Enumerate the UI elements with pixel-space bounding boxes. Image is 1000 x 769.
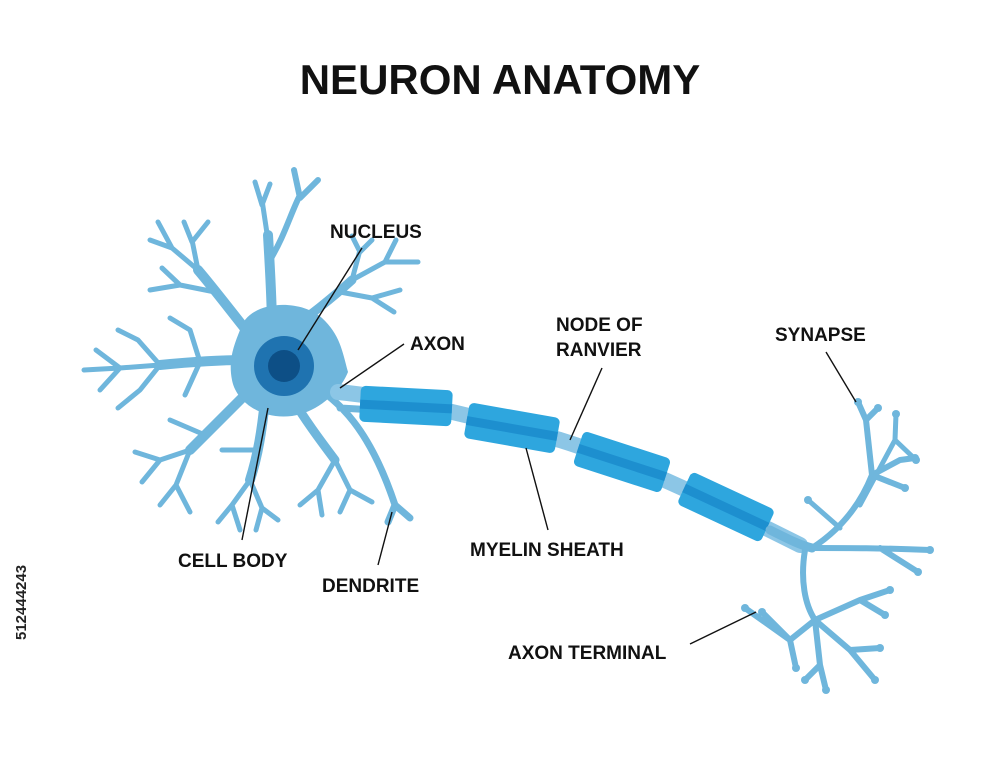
myelin-segment [678,472,774,542]
label-node-of-ranvier-line2: RANVIER [556,340,642,361]
myelin-segment [359,385,453,427]
diagram-title: NEURON ANATOMY [300,56,701,103]
axon-terminal-branches [742,399,933,693]
synaptic-knobs [741,398,934,694]
label-myelin-sheath: MYELIN SHEATH [470,540,624,561]
label-dendrite: DENDRITE [322,576,419,597]
myelin-sheath-segments [359,385,774,542]
label-synapse: SYNAPSE [775,325,866,346]
leader-synapse [825,351,857,403]
leader-axon [339,343,405,389]
leader-nucleus [297,247,363,351]
myelin-segment [573,431,671,493]
leader-node-of-ranvier [569,367,603,441]
leader-cell-body [241,407,269,541]
leader-myelin-sheath [525,447,549,531]
dendrites [81,167,421,533]
labels: NUCLEUS AXON NODE OF RANVIER SYNAPSE CEL… [178,222,866,664]
label-axon-terminal: AXON TERMINAL [508,643,667,664]
stock-id-text: 512444243 [13,565,30,640]
label-axon: AXON [410,334,465,355]
leader-lines [241,247,857,645]
leader-axon-terminal [689,611,757,645]
myelin-segment [464,403,560,453]
label-node-of-ranvier-line1: NODE OF [556,315,643,336]
nucleus-inner [268,350,300,382]
label-nucleus: NUCLEUS [330,222,422,243]
leader-dendrite [377,511,393,566]
label-cell-body: CELL BODY [178,551,288,572]
